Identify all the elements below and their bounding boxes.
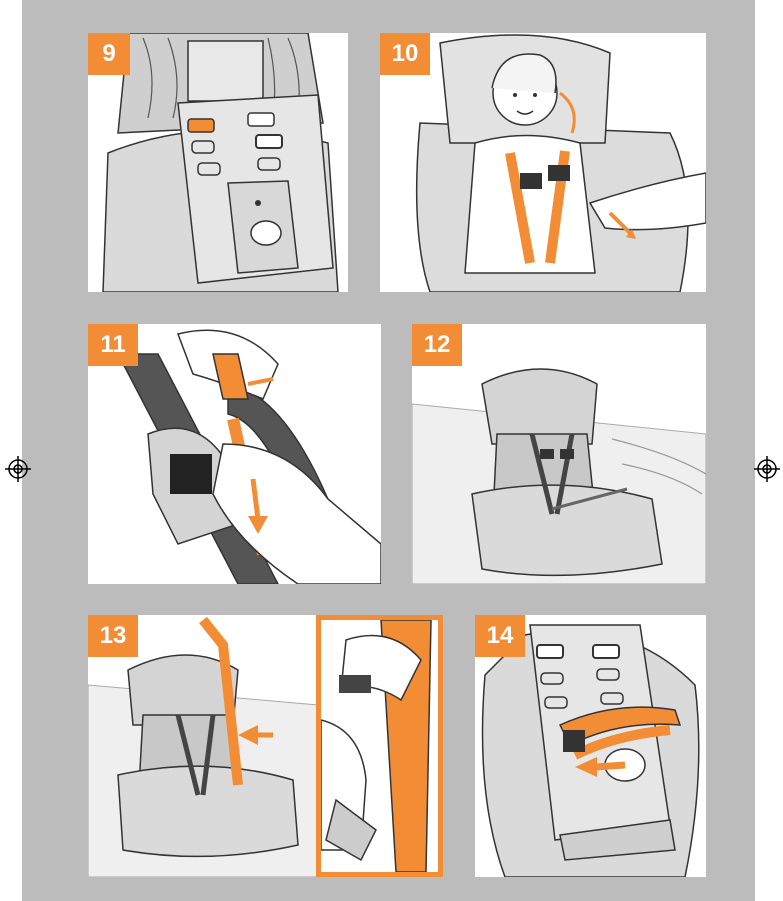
arrow-icon — [575, 757, 597, 777]
step-13-detail-illustration — [321, 620, 432, 872]
registration-mark-icon — [5, 456, 31, 482]
step-11-panel: 11 — [88, 324, 381, 584]
step-12-illustration — [412, 368, 706, 584]
step-13-panel: 13 — [88, 615, 443, 877]
arrow-icon — [238, 725, 258, 745]
step-number-badge: 10 — [380, 33, 430, 75]
registration-mark-icon — [754, 456, 780, 482]
step-number-badge: 9 — [88, 33, 130, 75]
arrow-icon — [248, 516, 268, 534]
step-10-panel: 10 — [380, 33, 706, 292]
step-number-badge: 14 — [475, 615, 525, 657]
arrow-icon — [608, 211, 632, 235]
step-14-illustration — [481, 624, 700, 877]
step-13-detail-inset — [316, 615, 443, 877]
step-number-badge: 12 — [412, 324, 462, 366]
step-number-badge: 13 — [88, 615, 138, 657]
step-9-illustration — [102, 33, 339, 292]
step-9-panel: 9 — [88, 33, 348, 292]
step-number-badge: 11 — [88, 324, 138, 366]
step-12-panel: 12 — [412, 324, 706, 584]
step-13-illustration — [88, 616, 319, 877]
step-11-illustration — [116, 329, 381, 584]
step-14-panel: 14 — [475, 615, 706, 877]
step-10-illustration — [415, 34, 706, 292]
